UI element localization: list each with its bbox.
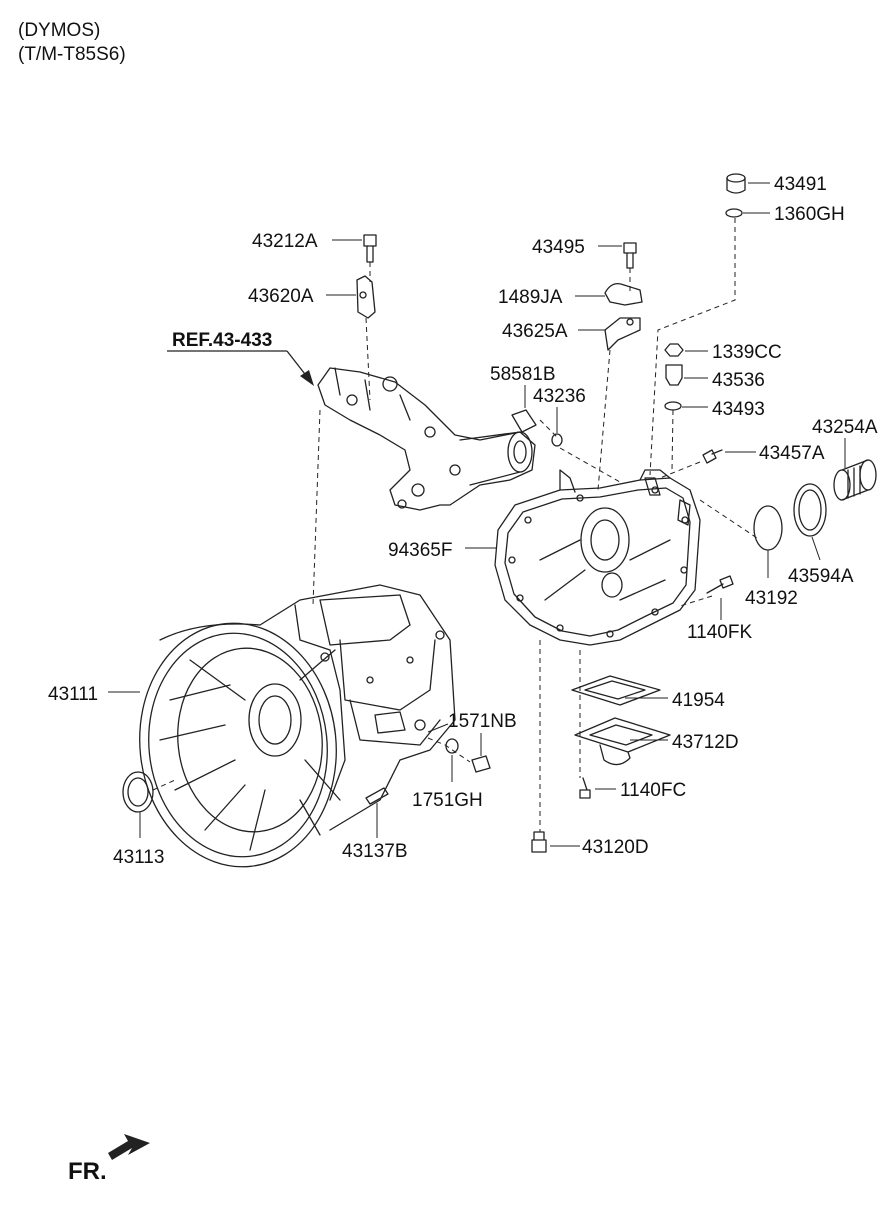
part-43113-seal <box>122 771 154 813</box>
part-43192-gasket <box>753 505 783 551</box>
part-58581B-sensor <box>511 409 537 433</box>
part-1360GH-washer <box>725 208 743 218</box>
label-43111: 43111 <box>48 684 98 705</box>
part-1751GH-ring <box>445 738 459 754</box>
part-labels: 43491 1360GH 43212A 43495 43620A 1489JA … <box>48 174 878 868</box>
label-43457A: 43457A <box>759 443 825 464</box>
part-43712D-cover <box>574 717 671 766</box>
label-94365F: 94365F <box>388 540 452 561</box>
reference-pointer: REF.43-433 <box>167 330 314 386</box>
part-43457A-bolt <box>702 449 723 464</box>
label-43712D: 43712D <box>672 732 739 753</box>
alignment-lines <box>152 218 761 832</box>
shift-control-assembly <box>317 367 536 511</box>
extension-housing <box>494 469 701 646</box>
front-direction-label: FR. <box>68 1158 107 1185</box>
transmission-model-label: (T/M-T85S6) <box>18 44 126 65</box>
label-43212A: 43212A <box>252 231 318 252</box>
part-43594A-seal <box>793 483 827 537</box>
label-43236: 43236 <box>533 386 586 407</box>
part-43491-cap <box>726 173 746 194</box>
part-1571NB-plug <box>471 755 491 773</box>
label-41954: 41954 <box>672 690 725 711</box>
label-43254A: 43254A <box>812 417 878 438</box>
part-43120D-plug <box>531 831 547 853</box>
label-43536: 43536 <box>712 370 765 391</box>
part-43493-oring <box>664 401 682 411</box>
part-1140FK-bolt <box>706 575 734 594</box>
part-43254A-bearing <box>833 459 877 501</box>
part-1140FC-bolt <box>579 777 591 799</box>
part-43620A-bracket <box>356 275 376 319</box>
transmission-case-43111 <box>139 584 456 868</box>
part-43625A-bracket <box>604 317 641 351</box>
part-41954-gasket <box>571 675 661 706</box>
reference-label: REF.43-433 <box>172 330 272 351</box>
part-1339CC-nut <box>664 343 684 357</box>
part-1489JA-clip <box>604 282 643 306</box>
part-43137B-pin <box>365 787 389 805</box>
label-43120D: 43120D <box>582 837 649 858</box>
label-1339CC: 1339CC <box>712 342 782 363</box>
manufacturer-label: (DYMOS) <box>18 20 101 41</box>
front-direction-arrow <box>108 1134 150 1160</box>
label-43137B: 43137B <box>342 841 408 862</box>
label-43495: 43495 <box>532 237 585 258</box>
part-43495-bolt <box>623 242 637 269</box>
part-43212A-bolt <box>363 234 377 263</box>
label-43113: 43113 <box>113 847 164 868</box>
label-1489JA: 1489JA <box>498 287 563 308</box>
part-43536-switch <box>665 364 683 386</box>
label-43192: 43192 <box>745 588 798 609</box>
label-43620A: 43620A <box>248 286 314 307</box>
label-1140FK: 1140FK <box>687 622 752 643</box>
leader-lines <box>108 182 846 847</box>
label-1571NB: 1571NB <box>448 711 517 732</box>
label-58581B: 58581B <box>490 364 556 385</box>
label-43491: 43491 <box>774 174 827 195</box>
label-43594A: 43594A <box>788 566 854 587</box>
label-1360GH: 1360GH <box>774 204 845 225</box>
label-43493: 43493 <box>712 399 765 420</box>
label-1751GH: 1751GH <box>412 790 483 811</box>
label-1140FC: 1140FC <box>620 780 686 801</box>
label-43625A: 43625A <box>502 321 568 342</box>
part-43236-ring <box>551 433 563 447</box>
